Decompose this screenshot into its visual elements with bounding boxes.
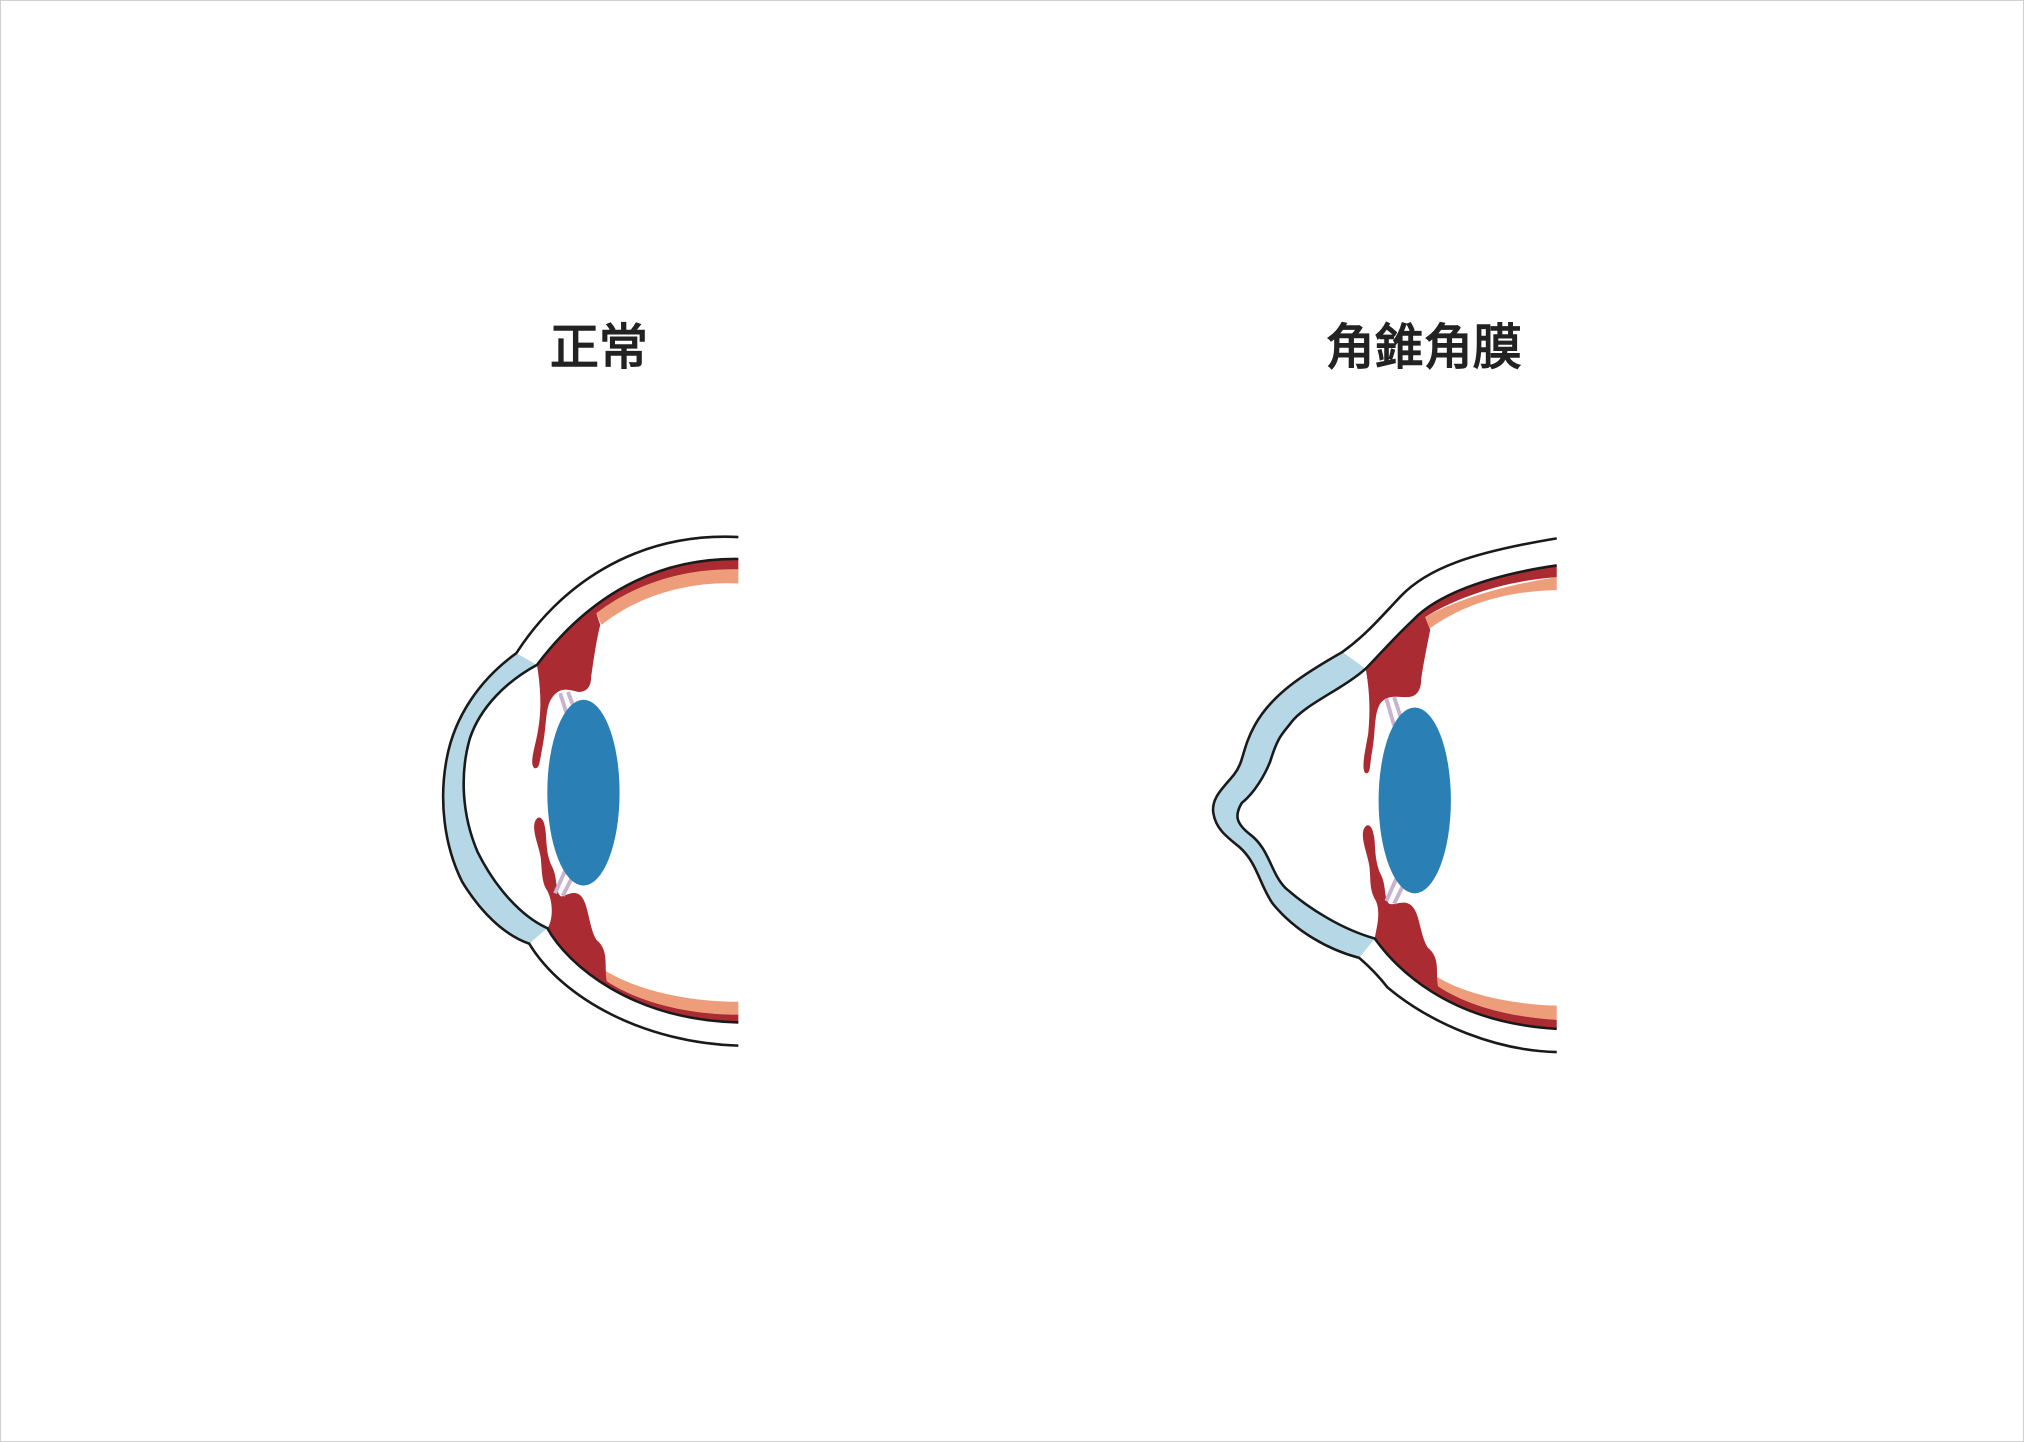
- normal-eye-title: 正常: [550, 318, 648, 376]
- keratoconus-eye: 角錐角膜: [1211, 318, 1557, 1054]
- normal-eye: 正常: [441, 318, 739, 1047]
- retina: [596, 568, 739, 1015]
- keratoconus-eye-title: 角錐角膜: [1326, 318, 1522, 376]
- cornea: [443, 653, 548, 944]
- eye-outline: [441, 535, 739, 1047]
- cornea: [1213, 651, 1375, 958]
- lens: [547, 699, 620, 886]
- eye-outline: [1211, 537, 1557, 1054]
- retina: [1425, 577, 1557, 1020]
- choroid: [1362, 565, 1557, 1029]
- lens: [1378, 707, 1451, 894]
- choroid: [532, 558, 739, 1023]
